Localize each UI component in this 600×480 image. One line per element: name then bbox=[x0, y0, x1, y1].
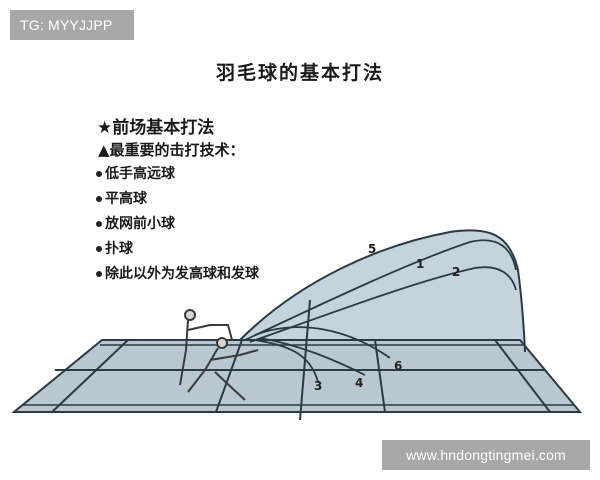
trajectory-label-1: 1 bbox=[416, 257, 424, 271]
trajectory-4 bbox=[259, 337, 366, 376]
list-item: 放网前小球 bbox=[96, 212, 259, 237]
trajectory-label-6: 6 bbox=[394, 359, 402, 373]
list-item: 除此以外为发高球和发球 bbox=[96, 262, 259, 287]
trajectory-6 bbox=[254, 326, 391, 359]
bullet-icon bbox=[96, 246, 102, 252]
watermark-top-left: TG: MYYJJPP bbox=[10, 10, 134, 40]
player-figures bbox=[179, 309, 259, 401]
trajectory-1 bbox=[244, 239, 517, 341]
section-heading: ★前场基本打法 bbox=[97, 118, 215, 138]
technique-list: 低手高远球 平高球 放网前小球 扑球 除此以外为发高球和发球 bbox=[96, 162, 259, 287]
page-title: 羽毛球的基本打法 bbox=[215, 62, 384, 84]
bullet-icon bbox=[96, 196, 102, 202]
bullet-icon bbox=[96, 221, 102, 227]
court-floor bbox=[11, 339, 583, 413]
trajectory-5 bbox=[239, 229, 526, 353]
trajectory-3 bbox=[254, 339, 319, 383]
bullet-icon bbox=[96, 171, 102, 177]
bullet-icon bbox=[96, 271, 102, 277]
section-subheading: ▲最重要的击打技术： bbox=[98, 141, 245, 159]
trajectory-label-4: 4 bbox=[355, 376, 363, 390]
trajectory-label-3: 3 bbox=[314, 379, 322, 393]
trajectory-label-5: 5 bbox=[368, 242, 376, 256]
list-item: 低手高远球 bbox=[96, 162, 259, 187]
trajectory-envelope bbox=[240, 230, 525, 345]
trajectory-label-2: 2 bbox=[452, 265, 460, 279]
trajectory-2 bbox=[249, 266, 517, 343]
watermark-bottom-right: www.hndongtingmei.com bbox=[382, 440, 590, 470]
list-item: 平高球 bbox=[96, 187, 259, 212]
list-item: 扑球 bbox=[96, 237, 259, 262]
